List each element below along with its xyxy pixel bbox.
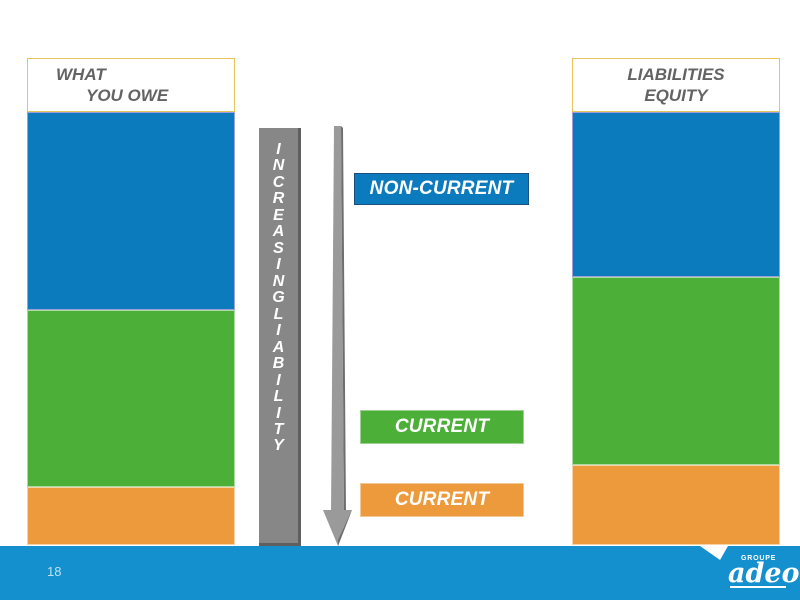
label-noncurrent-text: NON-CURRENT [369,178,514,199]
logo-adeo-text: adeo [728,558,800,589]
label-current-orange-text: CURRENT [394,489,490,510]
right-bar-segment-noncurrent [572,112,780,277]
logo-groupe-text: GROUPE [741,555,777,562]
right-column-header: LIABILITIES EQUITY [572,58,780,112]
label-current-green: CURRENT [360,410,524,444]
right-bar-segment-current-green [572,277,780,465]
right-header-line2: EQUITY [644,86,708,105]
left-bar-segment-current-green [27,310,235,487]
logo-underline [730,586,786,588]
left-column-header: WHAT YOU OWE [27,58,235,112]
slide-footer [0,546,800,600]
right-bar-segment-current-orange [572,465,780,545]
left-bar-segment-current-orange [27,487,235,545]
label-current-green-text: CURRENT [394,416,490,437]
label-current-orange: CURRENT [360,483,524,517]
down-arrow-icon [323,126,352,546]
left-header-line2: YOU OWE [86,86,169,105]
groupe-adeo-logo [700,546,792,596]
label-noncurrent: NON-CURRENT [354,173,529,205]
left-bar-segment-noncurrent [27,112,235,310]
page-number: 18 [47,564,62,579]
left-header-line1: WHAT [56,64,106,84]
right-header-line1: LIABILITIES [627,64,725,84]
logo-notch-shape [700,546,728,560]
